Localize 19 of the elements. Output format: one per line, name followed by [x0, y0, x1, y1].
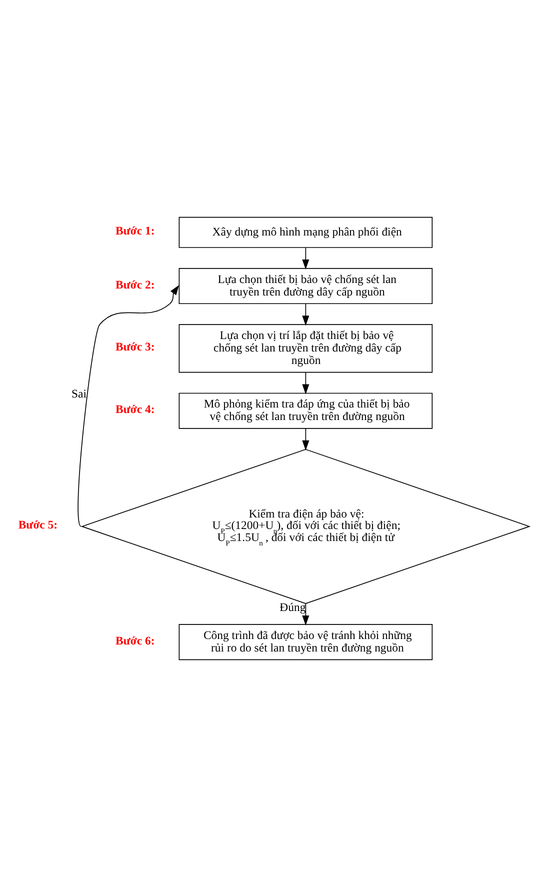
edge-label: Sai	[71, 388, 86, 401]
node-box: Mô phỏng kiểm tra đáp ứng của thiết bị bảo vệ chống sét lan truyền trên đường nguồn	[178, 392, 433, 429]
node-diamond: Kiểm tra điện áp bảo vệ: U$_{P}$≤(1200+U$_{n}$), đối với các thiết bị điện; U$_{P}$≤1.5U$_{n}$ , đối với các thiết bị điện tử	[80, 448, 531, 604]
arrow	[302, 372, 310, 394]
node-label: Bước 5:	[18, 518, 58, 532]
arrow	[78, 285, 180, 527]
node-label: Bước 4:	[116, 403, 155, 416]
node-box: Công trình đã được bảo vệ tránh khỏi những rủi ro do sét lan truyền trên đường nguồn	[178, 624, 433, 660]
node-label: Bước 2:	[116, 278, 155, 292]
arrow	[302, 603, 310, 626]
node-label: Bước 3:	[116, 340, 155, 354]
arrow	[302, 247, 310, 270]
node-label: Bước 6:	[116, 634, 155, 648]
arrow	[302, 428, 310, 450]
node-box: Lựa chọn vị trí lắp đặt thiết bị bảo vệ chống sét lan truyền trên đường dây cấp nguồn	[178, 324, 433, 373]
node-box: Xây dựng mô hình mạng phân phối điện	[178, 216, 433, 248]
arrow	[302, 303, 310, 326]
node-label: Bước 1:	[116, 224, 155, 238]
node-box: Lựa chọn thiết bị bảo vệ chống sét lan truyền trên đường dây cấp nguồn	[178, 268, 433, 304]
